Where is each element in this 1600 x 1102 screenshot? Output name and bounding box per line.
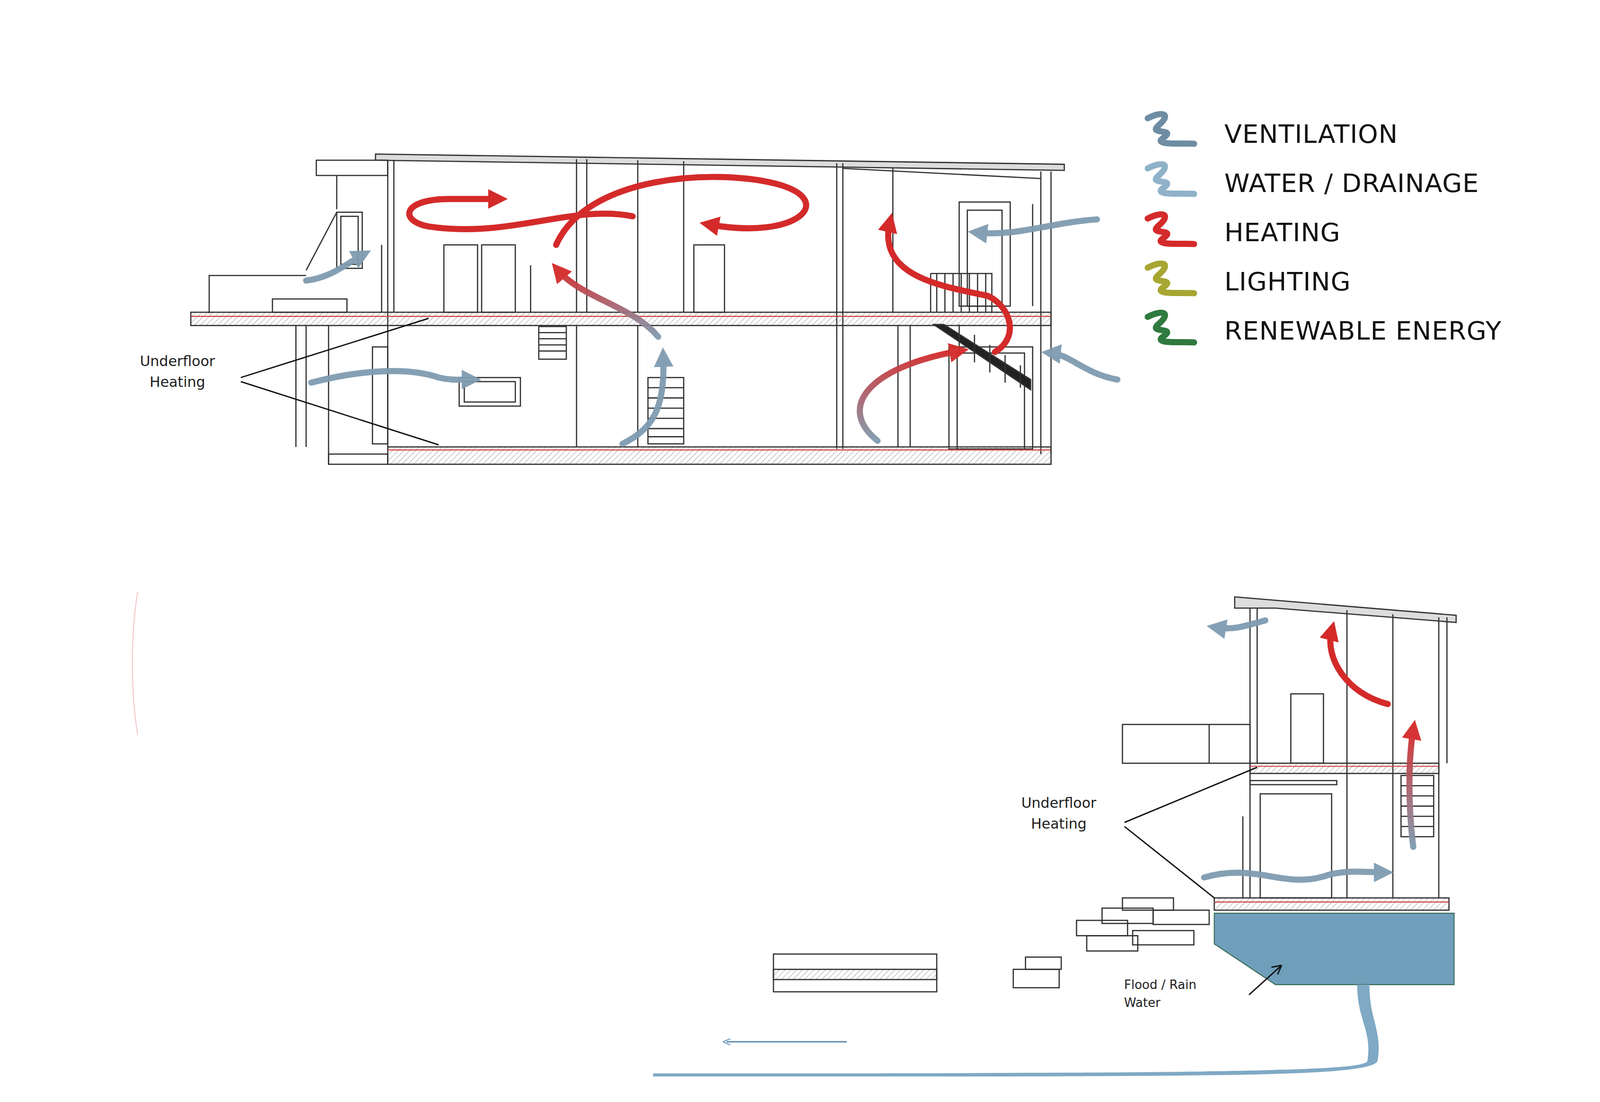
legend-swatch (1141, 107, 1203, 156)
legend-swatch (1141, 306, 1203, 354)
legend-text: LIGHTING (1224, 266, 1352, 297)
legend-swatch (1141, 158, 1203, 206)
annotation-label: Underfloor Heating (127, 351, 228, 393)
legend-text: HEATING (1224, 217, 1341, 248)
legend-swatch (1141, 257, 1203, 305)
legend-swatch (1141, 208, 1203, 256)
legend-text: RENEWABLE ENERGY (1224, 316, 1502, 346)
annotation-label: Flood / Rain Water (1124, 976, 1222, 1012)
legend-text: VENTILATION (1224, 119, 1398, 150)
annotation-label: Underfloor Heating (1009, 792, 1109, 835)
legend-text: WATER / DRAINAGE (1224, 168, 1479, 199)
